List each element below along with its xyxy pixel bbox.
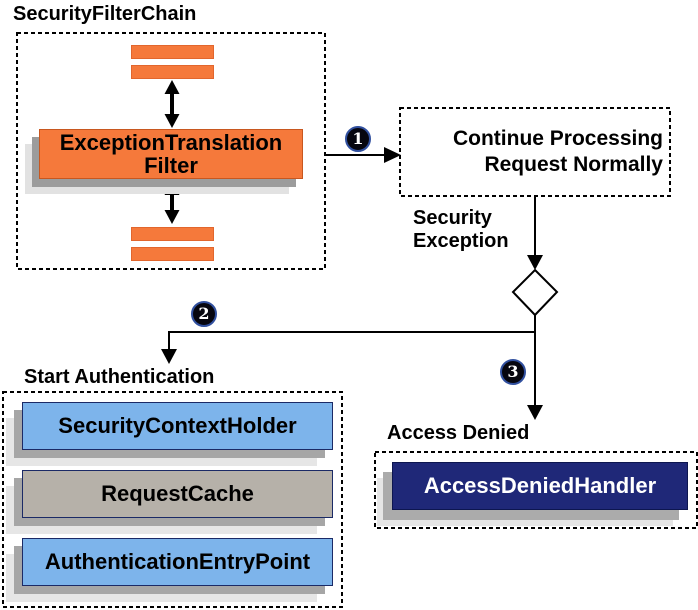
start-authentication-border [2,391,343,608]
decision-diamond [511,268,559,317]
arrow-up-icon [164,80,180,94]
arrow-down-icon [164,114,180,128]
arrow-down-icon [161,349,177,364]
continue-processing-border [399,107,671,197]
arrow-down-icon [527,255,543,270]
security-filter-chain-border [16,32,326,270]
step2-connector [168,331,535,350]
arrow-down-icon [527,405,543,420]
access-denied-border [374,451,698,529]
arrow-up-icon [164,181,180,195]
arrow-right-icon [384,147,401,163]
arrow-down-icon [164,210,180,224]
